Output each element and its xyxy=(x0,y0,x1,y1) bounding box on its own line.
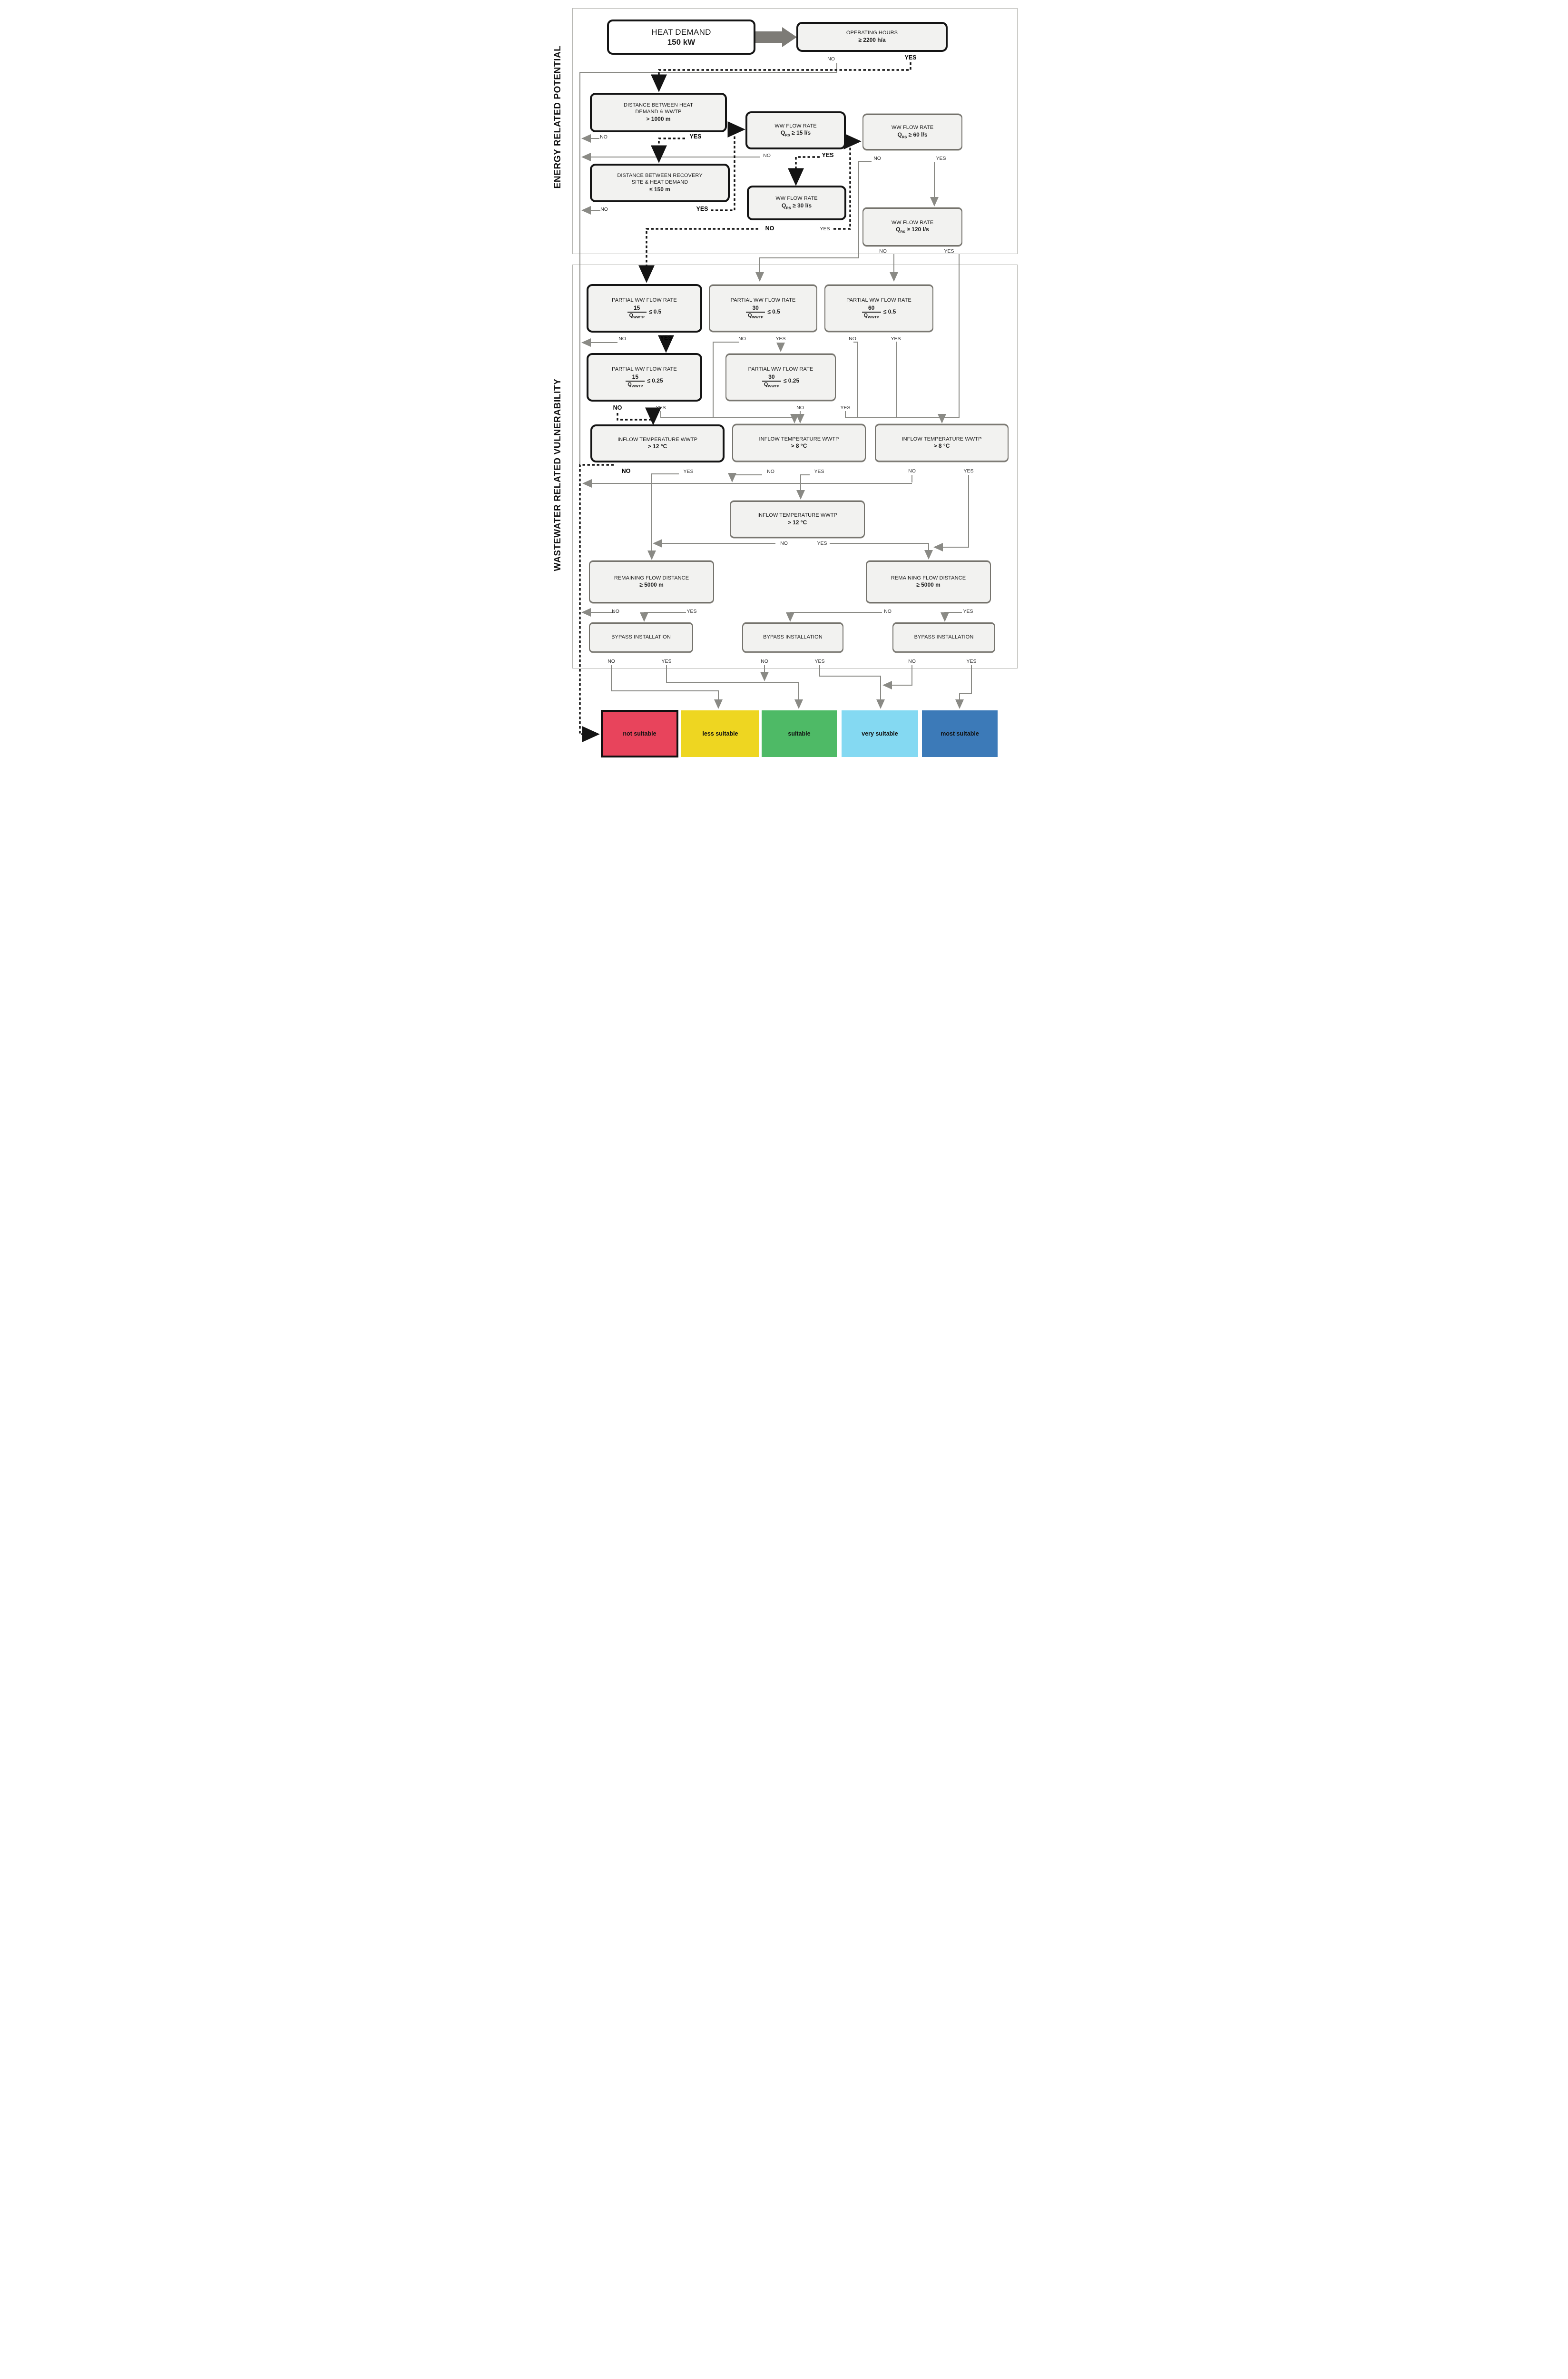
label-inflow8a-yes: YES xyxy=(814,469,824,474)
label-inflow8b-no: NO xyxy=(908,468,916,474)
outcome-not-suitable: not suitable xyxy=(601,710,678,757)
outcome-very-suitable: very suitable xyxy=(842,710,918,757)
label-bypassa-yes: YES xyxy=(661,659,672,664)
node-distance-wwtp: DISTANCE BETWEEN HEAT DEMAND & WWTP > 10… xyxy=(590,93,727,132)
label-distwwtp-yes: YES xyxy=(689,133,702,140)
label-remaininga-no: NO xyxy=(612,609,619,614)
label-ww30-no: NO xyxy=(765,225,774,232)
label-ww120-no: NO xyxy=(879,248,887,254)
label-distwwtp-no: NO xyxy=(600,134,608,140)
label-distrecovery-yes: YES xyxy=(696,206,708,212)
label-p3005-no: NO xyxy=(738,336,746,342)
label-remainingb-no: NO xyxy=(884,609,892,614)
label-p15025-yes: YES xyxy=(656,405,666,411)
label-p6005-yes: YES xyxy=(891,336,901,342)
node-remaining-distance-b: REMAINING FLOW DISTANCE ≥ 5000 m xyxy=(866,561,991,603)
node-inflow-temp-12-a: INFLOW TEMPERATURE WWTP > 12 °C xyxy=(590,424,725,462)
label-remainingb-yes: YES xyxy=(963,609,973,614)
label-ww120-yes: YES xyxy=(944,248,954,254)
node-bypass-a: BYPASS INSTALLATION xyxy=(589,623,693,652)
label-p6005-no: NO xyxy=(849,336,856,342)
decision-flowchart: ENERGY RELATED POTENTIAL WASTEWATER RELA… xyxy=(543,0,1025,761)
label-ww15-yes: YES xyxy=(822,152,834,158)
node-inflow-temp-12-b: INFLOW TEMPERATURE WWTP > 12 °C xyxy=(730,501,865,538)
label-bypassb-no: NO xyxy=(761,659,768,664)
node-inflow-temp-8-b: INFLOW TEMPERATURE WWTP > 8 °C xyxy=(875,424,1009,462)
label-p1505-yes: YES xyxy=(660,334,672,341)
node-ww-flow-30: WW FLOW RATE QRS ≥ 30 l/s xyxy=(747,186,846,220)
label-ww60-no: NO xyxy=(873,156,881,161)
label-inflow12a-yes: YES xyxy=(683,469,694,474)
label-ophours-no: NO xyxy=(827,56,835,62)
node-ww-flow-120: WW FLOW RATE QRS ≥ 120 l/s xyxy=(862,208,962,246)
label-bypassc-no: NO xyxy=(908,659,916,664)
label-p30025-no: NO xyxy=(796,405,804,411)
label-p3005-yes: YES xyxy=(775,336,786,342)
label-remaininga-yes: YES xyxy=(686,609,697,614)
label-bypassb-yes: YES xyxy=(814,659,825,664)
label-bypassc-yes: YES xyxy=(966,659,977,664)
node-operating-hours: OPERATING HOURS ≥ 2200 h/a xyxy=(796,22,948,52)
node-bypass-c: BYPASS INSTALLATION xyxy=(892,623,995,652)
label-distrecovery-no: NO xyxy=(600,206,608,212)
label-p30025-yes: YES xyxy=(840,405,851,411)
node-ww-flow-60: WW FLOW RATE QRS ≥ 60 l/s xyxy=(862,114,962,150)
node-distance-recovery: DISTANCE BETWEEN RECOVERY SITE & HEAT DE… xyxy=(590,164,730,202)
node-inflow-temp-8-a: INFLOW TEMPERATURE WWTP > 8 °C xyxy=(732,424,866,462)
label-ophours-yes: YES xyxy=(904,54,917,61)
label-inflow12b-no: NO xyxy=(780,541,788,546)
connector-lines xyxy=(579,27,972,742)
label-ww15-no: NO xyxy=(763,153,771,158)
main-flow-arrow xyxy=(755,27,797,47)
label-p15025-no: NO xyxy=(613,404,622,411)
node-heat-demand: HEAT DEMAND 150 kW xyxy=(607,20,755,55)
label-bypassa-no: NO xyxy=(608,659,615,664)
node-bypass-b: BYPASS INSTALLATION xyxy=(742,623,843,652)
label-p1505-no: NO xyxy=(618,336,626,342)
node-remaining-distance-a: REMAINING FLOW DISTANCE ≥ 5000 m xyxy=(589,561,714,603)
label-inflow8a-no: NO xyxy=(767,469,774,474)
outcome-suitable: suitable xyxy=(762,710,837,757)
label-ww60-yes: YES xyxy=(936,156,946,161)
label-ww30-yes: YES xyxy=(820,226,830,232)
label-inflow12a-no: NO xyxy=(621,468,631,474)
label-inflow12b-yes: YES xyxy=(817,541,827,546)
outcome-most-suitable: most suitable xyxy=(922,710,998,757)
node-ww-flow-15: WW FLOW RATE QRS ≥ 15 l/s xyxy=(745,111,846,149)
outcome-less-suitable: less suitable xyxy=(681,710,759,757)
label-inflow8b-yes: YES xyxy=(963,468,974,474)
